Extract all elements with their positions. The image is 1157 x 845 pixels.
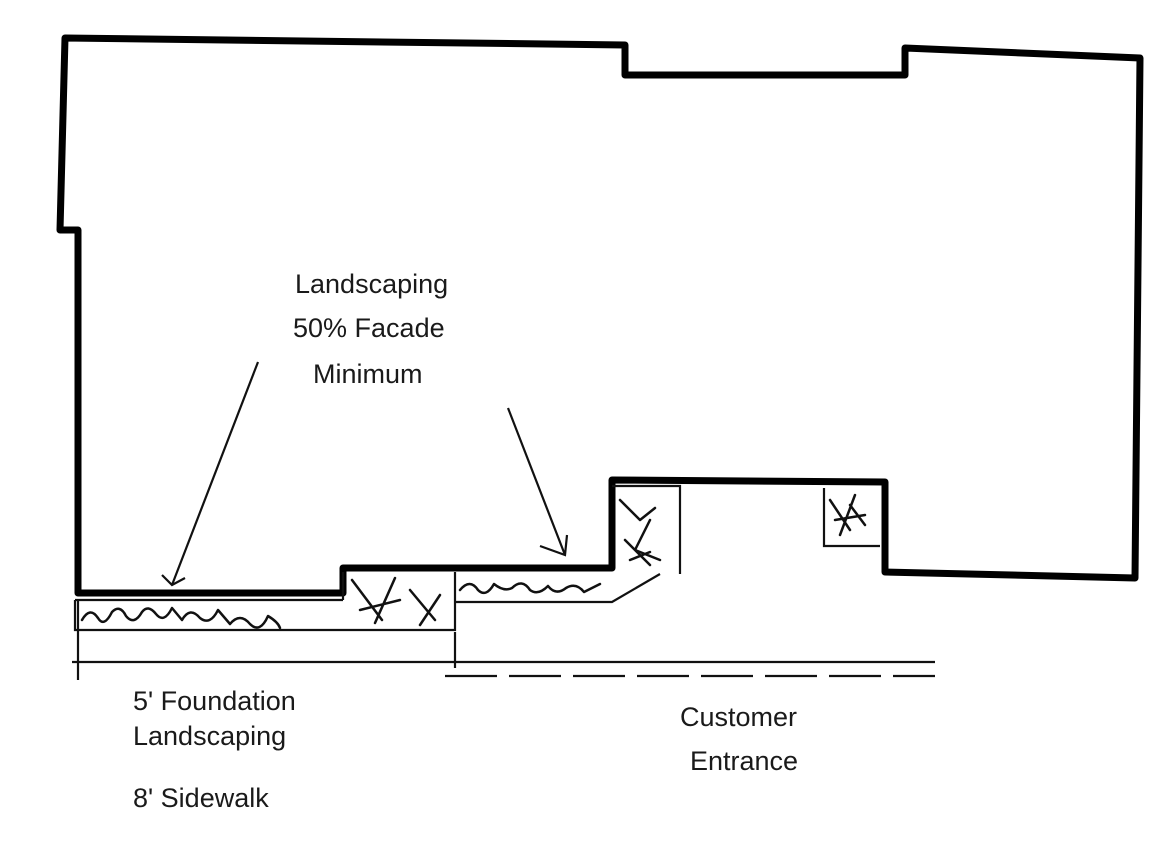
entrance-label-line-2: Entrance <box>690 746 798 776</box>
annotation-arrow-left <box>161 361 260 587</box>
entrance-label-line-1: Customer <box>680 702 797 732</box>
foundation-label-line-2: Landscaping <box>133 721 286 751</box>
sidewalk-lines <box>72 600 935 680</box>
annotation-line-2: 50% Facade <box>293 313 445 343</box>
corner-planter <box>612 484 682 574</box>
annotation-arrow-right <box>506 407 569 557</box>
entrance-planter <box>822 488 880 548</box>
annotation-line-1: Landscaping <box>295 269 448 299</box>
sidewalk-label: 8' Sidewalk <box>133 783 269 813</box>
foundation-landscaping-strip <box>73 572 661 632</box>
annotation-line-3: Minimum <box>313 359 423 389</box>
building-outline <box>56 34 1144 597</box>
foundation-label-line-1: 5' Foundation <box>133 686 296 716</box>
